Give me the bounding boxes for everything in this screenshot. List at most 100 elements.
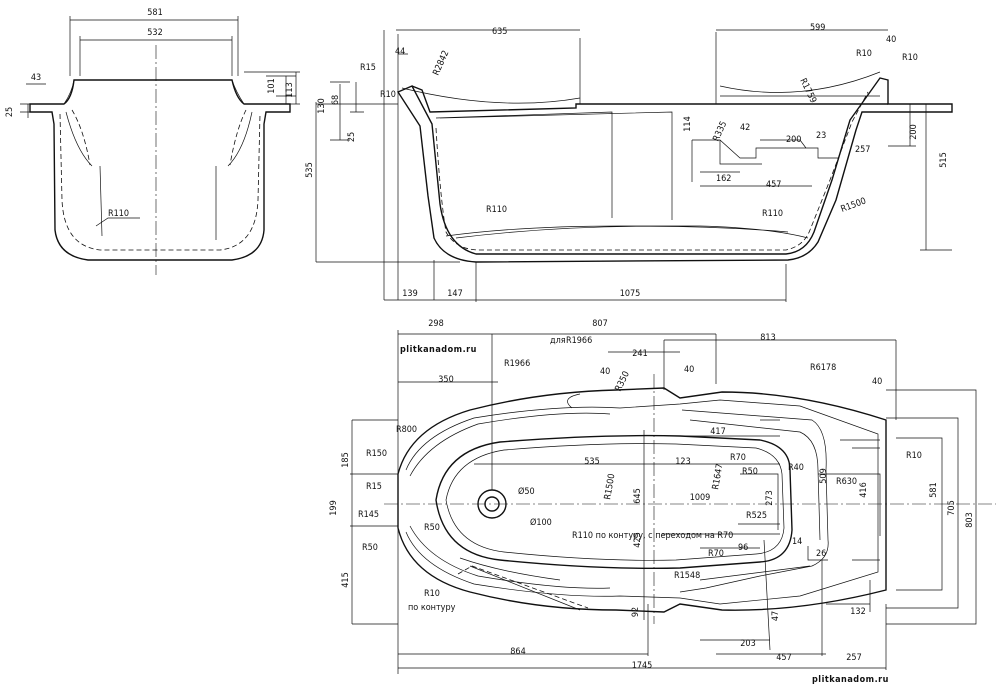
dim-14: 14 bbox=[792, 537, 802, 547]
dim-705: 705 bbox=[947, 500, 957, 515]
dim-1009: 1009 bbox=[690, 493, 711, 503]
dim-509: 509 bbox=[819, 468, 829, 483]
dim-273: 273 bbox=[765, 490, 775, 505]
dim-101: 101 bbox=[267, 78, 277, 93]
radius-r1500-side: R1500 bbox=[840, 196, 868, 214]
dim-40-plan-c: 40 bbox=[872, 377, 882, 387]
radius-r6178: R6178 bbox=[810, 363, 836, 373]
dim-257-plan: 257 bbox=[846, 653, 861, 663]
radius-r110-side-b: R110 bbox=[762, 209, 783, 219]
diameter-100: Ø100 bbox=[530, 517, 552, 528]
dim-40-plan-b: 40 bbox=[684, 365, 694, 375]
dim-26: 26 bbox=[816, 549, 826, 559]
dim-298: 298 bbox=[428, 319, 443, 329]
dim-25: 25 bbox=[5, 107, 15, 117]
plan-view bbox=[350, 330, 996, 674]
dim-581-plan: 581 bbox=[929, 482, 939, 497]
dim-44: 44 bbox=[395, 47, 405, 57]
radius-r50-b: R50 bbox=[362, 543, 378, 553]
dim-130: 130 bbox=[317, 98, 327, 113]
dim-199: 199 bbox=[329, 500, 339, 515]
dim-425: 425 bbox=[633, 532, 643, 547]
dim-147: 147 bbox=[447, 289, 462, 299]
radius-r1647: R1647 bbox=[711, 463, 725, 491]
radius-r525: R525 bbox=[746, 511, 767, 521]
side-view bbox=[315, 29, 953, 302]
radius-r145: R145 bbox=[358, 510, 379, 520]
radius-r335: R335 bbox=[712, 120, 730, 143]
dim-457-plan: 457 bbox=[776, 653, 791, 663]
radius-r10-plan-a: R10 bbox=[906, 451, 922, 461]
radius-r1759: R1759 bbox=[797, 77, 817, 105]
radius-r70-b: R70 bbox=[708, 549, 724, 559]
dim-241: 241 bbox=[632, 349, 647, 359]
dim-864: 864 bbox=[510, 647, 525, 657]
dim-417: 417 bbox=[710, 427, 725, 437]
dim-40-plan-a: 40 bbox=[600, 367, 610, 377]
dim-457-side: 457 bbox=[766, 180, 781, 190]
radius-r1966: R1966 bbox=[504, 359, 530, 369]
dim-23: 23 bbox=[816, 131, 826, 141]
dim-415: 415 bbox=[341, 572, 351, 587]
dim-92: 92 bbox=[631, 607, 641, 617]
radius-r70-a: R70 bbox=[730, 453, 746, 463]
dim-515: 515 bbox=[939, 152, 949, 167]
dim-350: 350 bbox=[438, 375, 453, 385]
dim-635: 635 bbox=[492, 27, 507, 37]
dim-139: 139 bbox=[402, 289, 417, 299]
radius-r10-plan-b: R10 bbox=[424, 589, 440, 599]
dim-813: 813 bbox=[760, 333, 775, 343]
radius-r10-side-a: R10 bbox=[380, 90, 396, 100]
dim-25-side: 25 bbox=[347, 132, 357, 142]
radius-r2842: R2842 bbox=[432, 49, 452, 77]
watermark-bottom: plitkanadom.ru bbox=[812, 675, 889, 685]
radius-r40: R40 bbox=[788, 463, 804, 473]
dim-257-side: 257 bbox=[855, 145, 870, 155]
dim-185: 185 bbox=[341, 452, 351, 467]
dim-162: 162 bbox=[716, 174, 731, 184]
dim-1075: 1075 bbox=[620, 289, 641, 299]
prefix-label: для bbox=[550, 336, 566, 346]
dim-132: 132 bbox=[850, 607, 865, 617]
dim-123: 123 bbox=[675, 457, 690, 467]
dim-532: 532 bbox=[147, 28, 162, 38]
end-view bbox=[20, 16, 300, 275]
radius-r15-side: R15 bbox=[360, 63, 376, 73]
radius-r10-side-b: R10 bbox=[856, 49, 872, 59]
note-contour: по контуру bbox=[408, 603, 456, 613]
radius-r1548: R1548 bbox=[674, 571, 700, 581]
watermark-top: plitkanadom.ru bbox=[400, 345, 477, 355]
dim-203: 203 bbox=[740, 639, 755, 649]
dim-581: 581 bbox=[147, 8, 162, 18]
dim-40-side: 40 bbox=[886, 35, 896, 45]
radius-r1966-top: R1966 bbox=[566, 336, 592, 346]
dim-113: 113 bbox=[285, 82, 295, 97]
radius-label: R110 bbox=[108, 209, 129, 219]
dim-1745: 1745 bbox=[632, 661, 653, 671]
dim-96: 96 bbox=[738, 543, 748, 553]
dim-807: 807 bbox=[592, 319, 607, 329]
diameter-50: Ø50 bbox=[518, 486, 535, 497]
dim-416: 416 bbox=[859, 482, 869, 497]
dim-200-inner: 200 bbox=[786, 135, 801, 145]
radius-r15: R15 bbox=[366, 482, 382, 492]
dim-114: 114 bbox=[683, 116, 693, 131]
dim-535: 535 bbox=[584, 457, 599, 467]
radius-r50-a: R50 bbox=[424, 523, 440, 533]
radius-r50-c: R50 bbox=[742, 467, 758, 477]
note-contour-transition: R110 по контуру, с переходом на R70 bbox=[572, 531, 733, 541]
dim-68: 68 bbox=[331, 95, 341, 105]
dim-599: 599 bbox=[810, 23, 825, 33]
dim-645: 645 bbox=[633, 488, 643, 503]
radius-r1500-plan: R1500 bbox=[603, 473, 617, 501]
dim-803: 803 bbox=[965, 512, 975, 527]
dim-47: 47 bbox=[771, 611, 781, 621]
radius-r150: R150 bbox=[366, 449, 387, 459]
dim-200-outer: 200 bbox=[909, 124, 919, 139]
dim-43: 43 bbox=[31, 73, 41, 83]
dim-535: 535 bbox=[305, 162, 315, 177]
radius-r110-side-a: R110 bbox=[486, 205, 507, 215]
dim-42: 42 bbox=[740, 123, 750, 133]
radius-r10-side-c: R10 bbox=[902, 53, 918, 63]
